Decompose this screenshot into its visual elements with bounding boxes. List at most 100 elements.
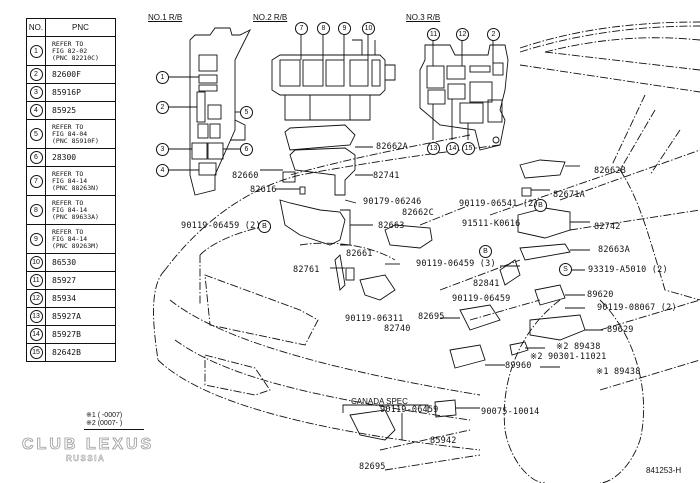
part-label-82662A: 82662A — [376, 142, 408, 152]
callout-7: 7 — [295, 22, 308, 35]
legend-row-number-circle: 9 — [29, 232, 43, 246]
part-label-90119-06541-2: 90119-06541 (2) — [459, 199, 539, 209]
legend-row-number: 12 — [26, 289, 46, 308]
part-label-93319-A5010-2: 93319-A5010 (2) — [588, 265, 668, 275]
legend-row-pnc-line: 28300 — [52, 153, 77, 162]
part-label-89438-2: ※2 89438 — [556, 342, 601, 352]
legend-row-number-circle: 14 — [29, 328, 43, 341]
legend-row-number: 10 — [26, 253, 46, 272]
relay-block-3-title: NO.3 R/B — [406, 13, 441, 22]
callout-10: 10 — [362, 22, 375, 35]
part-label-89629: 89629 — [607, 325, 634, 335]
leader-lines — [168, 35, 603, 409]
legend-header-row: NO. PNC — [26, 18, 116, 37]
legend-row-number: 7 — [26, 166, 46, 196]
part-label-82695-canada: 82695 — [359, 462, 386, 472]
legend-row-pnc-line: REFER TO — [52, 39, 84, 48]
marker-b-center: B — [479, 245, 492, 258]
legend-row-pnc-line: 85934 — [52, 294, 77, 303]
relay-block-3-drawing — [419, 44, 509, 151]
legend-row-number-circle: 10 — [29, 256, 43, 269]
part-label-82671A: 82671A — [553, 190, 585, 200]
legend-row-pnc-line: (PNC 85910F) — [52, 136, 99, 145]
legend-header-pnc: PNC — [45, 18, 116, 37]
legend-row-number: 6 — [26, 148, 46, 167]
part-label-90119-06459-canada: 90119-06459 — [380, 405, 439, 415]
legend-row-number: 3 — [26, 83, 46, 102]
callout-9: 9 — [338, 22, 351, 35]
footnote-line-2: ※2 (0007- ) — [86, 420, 123, 427]
part-label-82841: 82841 — [473, 279, 500, 289]
callout-4: 4 — [156, 164, 169, 177]
legend-row-pnc-line: 85927 — [52, 276, 77, 285]
callout-5: 5 — [240, 106, 253, 119]
legend-row-pnc-line: (PNC 82210C) — [52, 53, 99, 62]
legend-row-number-circle: 7 — [29, 174, 43, 188]
part-label-82695: 82695 — [418, 312, 445, 322]
legend-row-number: 9 — [26, 224, 46, 254]
watermark-subtitle: RUSSIA — [66, 454, 106, 464]
legend-row-pnc: 85916P — [45, 83, 116, 102]
legend-row-pnc-line: (PNC 89263M) — [52, 241, 99, 250]
legend-row: 6 28300 — [26, 148, 116, 167]
legend-row-number: 2 — [26, 65, 46, 84]
canada-spec-title: CANADA SPEC — [351, 397, 408, 406]
legend-row-number-circle: 2 — [29, 68, 43, 81]
figure-number: 841253-H — [646, 466, 682, 475]
part-label-89620: 89620 — [587, 290, 614, 300]
legend-row-number-circle: 12 — [29, 292, 43, 305]
legend-row-number: 8 — [26, 195, 46, 225]
legend-row-pnc-line: FIG 82-02 — [52, 46, 88, 55]
part-label-91511-K0616: 91511-K0616 — [462, 219, 521, 229]
relay-block-1-title: NO.1 R/B — [148, 13, 183, 22]
legend-row-pnc-line: 85927A — [52, 312, 81, 321]
legend-row: 11 85927 — [26, 271, 116, 290]
legend-row-number-circle: 8 — [29, 203, 43, 217]
part-label-82660: 82660 — [232, 171, 259, 181]
legend-row-pnc-line: FIG 84-14 — [52, 205, 88, 214]
legend-row-pnc-line: FIG 84-14 — [52, 234, 88, 243]
legend-row-number: 15 — [26, 343, 46, 362]
part-label-90075-10014: 90075-10014 — [481, 407, 540, 417]
part-label-90119-06311: 90119-06311 — [345, 314, 404, 324]
callout-2b: 2 — [487, 28, 500, 41]
part-label-82740: 82740 — [384, 324, 411, 334]
legend-row-number-circle: 11 — [29, 274, 43, 287]
legend-row-pnc-line: 85925 — [52, 106, 77, 115]
part-label-85942: 85942 — [430, 436, 457, 446]
legend-row-pnc-line: FIG 84-14 — [52, 176, 88, 185]
part-label-90119-06459-2: 90119-06459 (2) — [181, 221, 261, 231]
legend-row-pnc: 85927B — [45, 325, 116, 344]
watermark-title: CLUB LEXUS — [22, 436, 155, 454]
part-label-82741: 82741 — [373, 171, 400, 181]
part-label-82662B: 82662B — [594, 166, 626, 176]
callout-13: 13 — [427, 142, 440, 155]
part-label-82662C: 82662C — [402, 208, 434, 218]
legend-row-pnc-line: REFER TO — [52, 122, 84, 131]
marker-b-right: B — [534, 199, 547, 212]
callout-3: 3 — [156, 143, 169, 156]
legend-row-number-circle: 5 — [29, 127, 43, 141]
legend-row-number-circle: 3 — [29, 86, 43, 99]
legend-row-pnc-line: REFER TO — [52, 227, 84, 236]
legend-row-number: 5 — [26, 119, 46, 149]
legend-row-pnc-line: REFER TO — [52, 169, 84, 178]
part-label-89438-1: ※1 89438 — [596, 367, 641, 377]
callout-1: 1 — [156, 71, 169, 84]
part-label-82663: 82663 — [378, 221, 405, 231]
callout-14: 14 — [446, 142, 459, 155]
